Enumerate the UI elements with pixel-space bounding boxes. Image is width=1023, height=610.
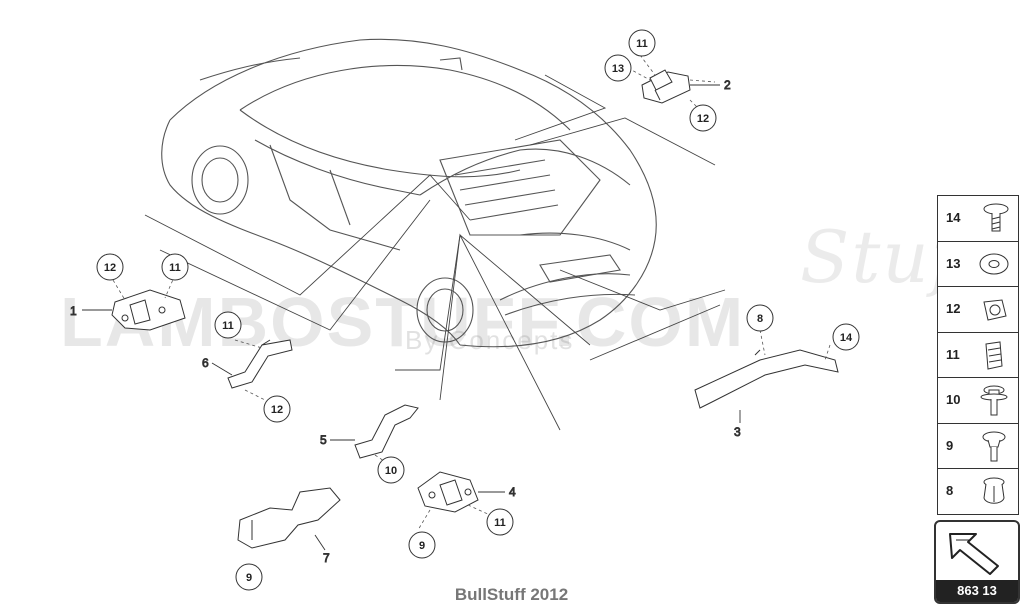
callout-circle: 12: [96, 253, 124, 281]
page-number: 863 13: [936, 580, 1018, 602]
legend-row: 10: [938, 378, 1018, 424]
callout-circle: 14: [832, 323, 860, 351]
part-labels: 1 2 3 4 5 6 7: [70, 78, 742, 566]
svg-text:11: 11: [169, 262, 181, 274]
legend-number: 12: [946, 301, 961, 316]
legend-row: 14: [938, 196, 1018, 242]
watermark-subtext: By Concepts: [405, 325, 575, 355]
svg-text:11: 11: [222, 320, 234, 332]
spring-nut-icon: [983, 299, 1007, 321]
expanding-rivet-icon: [983, 477, 1005, 504]
part-label-5: 5: [320, 433, 327, 447]
legend-row: 12: [938, 287, 1018, 333]
legend-row: 9: [938, 424, 1018, 469]
part-6-bracket: [227, 339, 293, 389]
svg-text:13: 13: [612, 63, 624, 75]
callout-circle: 8: [746, 304, 774, 332]
svg-text:9: 9: [246, 572, 252, 584]
part-label-1: 1: [70, 304, 77, 318]
fastener-legend: 14 13 12 11 10: [937, 195, 1019, 515]
part-label-7: 7: [323, 551, 330, 565]
part-5-bracket: [354, 404, 419, 459]
part-2-bracket: [641, 69, 691, 104]
legend-number: 14: [946, 210, 961, 225]
part-label-3: 3: [734, 425, 741, 439]
legend-number: 10: [946, 392, 961, 407]
part-label-6: 6: [202, 356, 209, 370]
svg-text:12: 12: [271, 404, 283, 416]
part-4-bracket: [417, 471, 479, 513]
callout-circle: 10: [377, 456, 405, 484]
flange-bolt-icon: [980, 385, 1008, 416]
torx-screw-icon: [982, 431, 1006, 461]
callout-circle: 11: [214, 311, 242, 339]
svg-text:8: 8: [757, 313, 763, 325]
callout-circle: 13: [604, 54, 632, 82]
legend-row: 11: [938, 333, 1018, 378]
callout-circle: 9: [408, 531, 436, 559]
fastener-dash-lines: [109, 54, 831, 531]
part-7-panel: [237, 487, 341, 549]
page-reference-box: 863 13: [934, 520, 1020, 604]
part-label-4: 4: [509, 485, 516, 499]
svg-text:9: 9: [419, 540, 425, 552]
callout-circle: 11: [628, 29, 656, 57]
leader-lines: [144, 74, 726, 431]
svg-text:11: 11: [636, 38, 648, 50]
svg-text:12: 12: [104, 262, 116, 274]
callout-circle: 12: [263, 395, 291, 423]
svg-text:10: 10: [385, 465, 397, 477]
clip-nut-icon: [985, 340, 1003, 370]
pan-head-screw-icon: [983, 203, 1009, 232]
callout-circles: 12 11 11 12 11 13 12 10 11 9 9 8 14: [96, 29, 860, 591]
legend-number: 8: [946, 483, 954, 498]
svg-text:14: 14: [840, 332, 853, 344]
arrow-icon: [949, 533, 999, 575]
credit-text: BullStuff 2012: [454, 585, 569, 604]
callout-circle: 12: [689, 104, 717, 132]
legend-number: 11: [946, 346, 960, 362]
callout-circle: 11: [161, 253, 189, 281]
legend-row: 8: [938, 469, 1018, 514]
flat-washer-icon: [979, 253, 1009, 274]
legend-number: 13: [946, 255, 961, 271]
callout-circle: 11: [486, 508, 514, 536]
part-label-2: 2: [724, 78, 731, 92]
part-1-bracket: [111, 289, 186, 331]
car-outline: [161, 38, 657, 348]
legend-row: 13: [938, 242, 1018, 287]
callout-circle: 9: [235, 563, 263, 591]
svg-text:12: 12: [697, 113, 709, 125]
part-3-bar: [694, 349, 839, 409]
svg-text:11: 11: [494, 517, 506, 529]
legend-number: 9: [946, 437, 954, 453]
